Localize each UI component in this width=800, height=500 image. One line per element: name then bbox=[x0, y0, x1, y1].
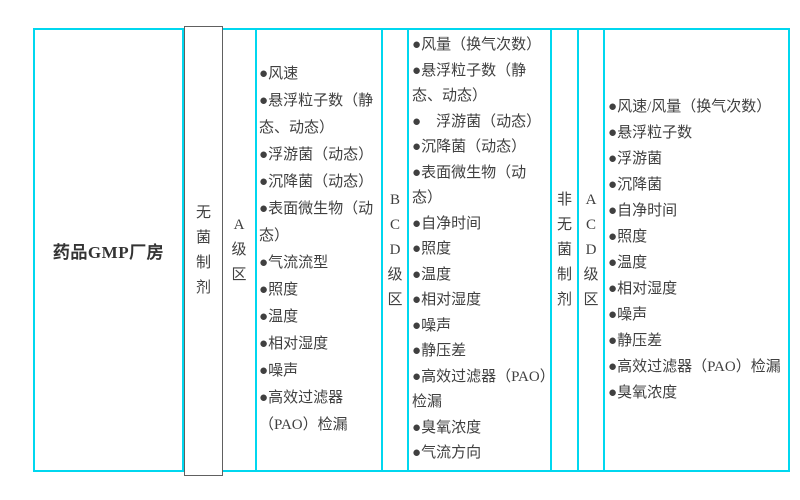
checklist-item: ●浮游菌 bbox=[608, 151, 663, 167]
bullet-icon: ● bbox=[259, 93, 269, 109]
bullet-icon: ● bbox=[608, 307, 618, 323]
page-title: 药品GMP厂房 bbox=[52, 242, 165, 262]
checklist-item: ●悬浮粒子数 bbox=[608, 125, 693, 141]
vertical-label-sterile: 无菌制剂 bbox=[195, 205, 211, 296]
bullet-icon: ● bbox=[608, 203, 618, 219]
checklist-item: ●沉降菌（动态） bbox=[259, 174, 374, 190]
column-divider bbox=[603, 30, 605, 470]
bullet-icon: ● bbox=[259, 174, 269, 190]
checklist-item: ●照度 bbox=[412, 241, 452, 258]
sterile-group-box: 无菌制剂 bbox=[184, 26, 223, 476]
checklist-item: ●高效过滤器（PAO） 检漏 bbox=[412, 368, 555, 411]
checklist-item: ●噪声 bbox=[412, 317, 452, 334]
bullet-icon: ● bbox=[412, 62, 422, 79]
checklist-item: ●风速 bbox=[259, 66, 299, 82]
checklist-item: ●风量（换气次数） bbox=[412, 37, 542, 54]
bullet-icon: ● bbox=[608, 177, 618, 193]
checklist-item: ●温度 bbox=[259, 309, 299, 325]
bullet-icon: ● bbox=[259, 201, 269, 217]
bullet-icon: ● bbox=[412, 139, 422, 156]
checklist-zone-bcd: ●风量（换气次数） ●悬浮粒子数（静 态、动态） ● 浮游菌（动态） ●沉降菌（动态）… bbox=[409, 30, 555, 470]
bullet-icon: ● bbox=[608, 125, 618, 141]
bullet-icon: ● bbox=[412, 368, 422, 385]
checklist-item: ●气流方向 bbox=[412, 445, 482, 462]
checklist-zone-a: ●风速 ●悬浮粒子数（静 态、动态） ●浮游菌（动态） ●沉降菌（动态） ●表面微生物（… bbox=[257, 30, 381, 470]
checklist-item: ●噪声 bbox=[608, 307, 648, 323]
bullet-icon: ● bbox=[412, 317, 422, 334]
bullet-icon: ● bbox=[412, 292, 422, 309]
bullet-icon: ● bbox=[412, 419, 422, 436]
bullet-icon: ● bbox=[608, 229, 618, 245]
checklist-item: ●悬浮粒子数（静 态、动态） bbox=[412, 62, 527, 105]
checklist-item: ●高效过滤器 （PAO）检漏 bbox=[259, 390, 348, 433]
checklist-item: ●静压差 bbox=[412, 343, 467, 360]
checklist-item: ●臭氧浓度 bbox=[412, 419, 482, 436]
bullet-icon: ● bbox=[608, 99, 618, 115]
checklist-item: ●浮游菌（动态） bbox=[259, 147, 374, 163]
checklist-item: ●静压差 bbox=[608, 333, 663, 349]
vertical-label-nonsterile: 非无菌制剂 bbox=[556, 191, 572, 308]
bullet-icon: ● bbox=[608, 359, 618, 375]
bullet-icon: ● bbox=[412, 113, 422, 130]
bullet-icon: ● bbox=[259, 309, 269, 325]
checklist-item: ● 浮游菌（动态） bbox=[412, 113, 542, 130]
bullet-icon: ● bbox=[608, 333, 618, 349]
bullet-icon: ● bbox=[412, 445, 422, 462]
checklist-item: ●温度 bbox=[608, 255, 648, 271]
nonsterile-group-cell: 非无菌制剂 bbox=[552, 30, 577, 470]
bullet-icon: ● bbox=[608, 151, 618, 167]
checklist-item: ●高效过滤器（PAO）检漏 bbox=[608, 359, 781, 375]
column-divider bbox=[577, 30, 579, 470]
bullet-icon: ● bbox=[259, 255, 269, 271]
bullet-icon: ● bbox=[608, 281, 618, 297]
bullet-icon: ● bbox=[412, 343, 422, 360]
checklist-item: ●风速/风量（换气次数） bbox=[608, 99, 772, 115]
checklist-item: ●相对湿度 bbox=[259, 336, 329, 352]
checklist-item: ●相对湿度 bbox=[412, 292, 482, 309]
bullet-icon: ● bbox=[608, 385, 618, 401]
checklist-item: ●相对湿度 bbox=[608, 281, 678, 297]
checklist-zone-acd: ●风速/风量（换气次数） ●悬浮粒子数 ●浮游菌 ●沉降菌 ●自净时间 ●照度 ●温度 ●相对… bbox=[605, 30, 792, 470]
column-divider bbox=[255, 30, 257, 470]
checklist-item: ●自净时间 bbox=[608, 203, 678, 219]
bullet-icon: ● bbox=[412, 215, 422, 232]
checklist-item: ●气流流型 bbox=[259, 255, 329, 271]
checklist-item: ●表面微生物（动 态） bbox=[259, 201, 374, 244]
column-divider bbox=[182, 30, 184, 470]
row-header-cell: 药品GMP厂房 bbox=[35, 30, 182, 470]
checklist-item: ●照度 bbox=[608, 229, 648, 245]
bullet-icon: ● bbox=[412, 164, 422, 181]
bullet-icon: ● bbox=[259, 282, 269, 298]
bullet-icon: ● bbox=[412, 37, 422, 54]
checklist-item: ●臭氧浓度 bbox=[608, 385, 678, 401]
checklist-item: ●悬浮粒子数（静 态、动态） bbox=[259, 93, 374, 136]
checklist-item: ●照度 bbox=[259, 282, 299, 298]
bullet-icon: ● bbox=[412, 241, 422, 258]
bullet-icon: ● bbox=[259, 66, 269, 82]
bullet-icon: ● bbox=[412, 266, 422, 283]
checklist-item: ●温度 bbox=[412, 266, 452, 283]
column-divider bbox=[550, 30, 552, 470]
bullet-icon: ● bbox=[259, 336, 269, 352]
bullet-icon: ● bbox=[259, 147, 269, 163]
bullet-icon: ● bbox=[259, 390, 269, 406]
checklist-item: ●噪声 bbox=[259, 363, 299, 379]
checklist-item: ●沉降菌（动态） bbox=[412, 139, 527, 156]
column-divider bbox=[381, 30, 383, 470]
checklist-item: ●沉降菌 bbox=[608, 177, 663, 193]
checklist-item: ●自净时间 bbox=[412, 215, 482, 232]
bullet-icon: ● bbox=[259, 363, 269, 379]
column-divider bbox=[407, 30, 409, 470]
checklist-item: ●表面微生物（动 态） bbox=[412, 164, 527, 207]
bullet-icon: ● bbox=[608, 255, 618, 271]
